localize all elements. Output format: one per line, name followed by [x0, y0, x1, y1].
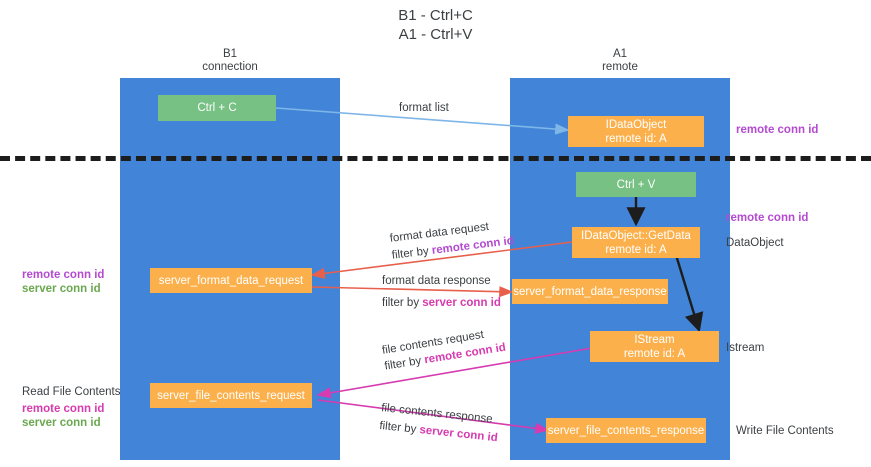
box-server-format-data-request[interactable]: server_format_data_request: [150, 268, 312, 293]
box-istream[interactable]: IStream remote id: A: [590, 331, 719, 362]
column-header-a1-name: A1: [612, 48, 628, 60]
left-annotation-remote-conn-id: remote conn id: [22, 269, 105, 281]
box-idataobject-getdata[interactable]: IDataObject::GetData remote id: A: [572, 227, 700, 258]
left-annotation-read-file-contents: Read File Contents: [22, 386, 121, 398]
box-ctrl-c[interactable]: Ctrl + C: [158, 95, 276, 121]
box-ctrl-v-label: Ctrl + V: [616, 178, 656, 191]
left-annotation-conn-ids: remote conn id server conn id: [22, 268, 104, 296]
box-ctrl-v[interactable]: Ctrl + V: [576, 172, 696, 197]
filter-prefix: filter by: [382, 297, 423, 309]
right-annotation-remote-conn-id-top: remote conn id: [736, 124, 819, 136]
right-annotation-remote-conn-id-mid: remote conn id: [726, 212, 809, 224]
phase-divider: [0, 156, 871, 161]
filter-key-server-conn-id: server conn id: [422, 297, 501, 309]
flow-label-format-data-response-filter: filter by server conn id: [382, 296, 501, 310]
title-line-2: A1 - Ctrl+V: [398, 26, 473, 43]
box-ctrl-c-label: Ctrl + C: [197, 102, 237, 114]
box-server-format-data-response-label: server_format_data_response: [513, 285, 667, 298]
column-header-b1-role: connection: [202, 61, 258, 73]
flow-label-format-data-response: format data response filter by server co…: [382, 274, 501, 310]
left-annotation-remote-conn-id-2: remote conn id: [22, 403, 105, 415]
box-istream-line1: IStream: [634, 333, 675, 346]
box-idataobject-line1: IDataObject: [605, 118, 667, 131]
column-header-a1-role: remote: [602, 61, 638, 73]
box-server-file-contents-request[interactable]: server_file_contents_request: [150, 383, 312, 408]
box-idataobject-line2: remote id: A: [605, 132, 667, 145]
right-annotation-istream: Istream: [726, 342, 765, 354]
box-server-file-contents-response[interactable]: server_file_contents_response: [546, 418, 706, 443]
column-header-a1: A1 remote: [510, 48, 730, 74]
left-annotation-conn-ids-2: remote conn id server conn id: [22, 402, 104, 430]
flow-label-format-list: format list: [399, 102, 449, 114]
box-server-file-contents-response-label: server_file_contents_response: [547, 424, 705, 437]
column-header-b1-name: B1: [222, 48, 238, 60]
right-annotation-write-file-contents: Write File Contents: [736, 425, 834, 437]
diagram-title: B1 - Ctrl+C A1 - Ctrl+V: [0, 6, 871, 44]
box-istream-line2: remote id: A: [623, 347, 686, 360]
left-annotation-server-conn-id-2: server conn id: [22, 417, 101, 429]
box-idataobject-getdata-line2: remote id: A: [605, 243, 667, 256]
column-header-b1: B1 connection: [120, 48, 340, 74]
box-server-file-contents-request-label: server_file_contents_request: [157, 389, 305, 402]
right-annotation-dataobject: DataObject: [726, 237, 784, 249]
flow-label-format-data-response-text: format data response: [382, 275, 491, 287]
title-line-1: B1 - Ctrl+C: [398, 7, 473, 24]
left-annotation-server-conn-id: server conn id: [22, 283, 101, 295]
box-idataobject[interactable]: IDataObject remote id: A: [568, 116, 704, 147]
box-server-format-data-request-label: server_format_data_request: [158, 274, 304, 287]
box-server-format-data-response[interactable]: server_format_data_response: [512, 279, 668, 304]
box-idataobject-getdata-line1: IDataObject::GetData: [581, 229, 691, 242]
